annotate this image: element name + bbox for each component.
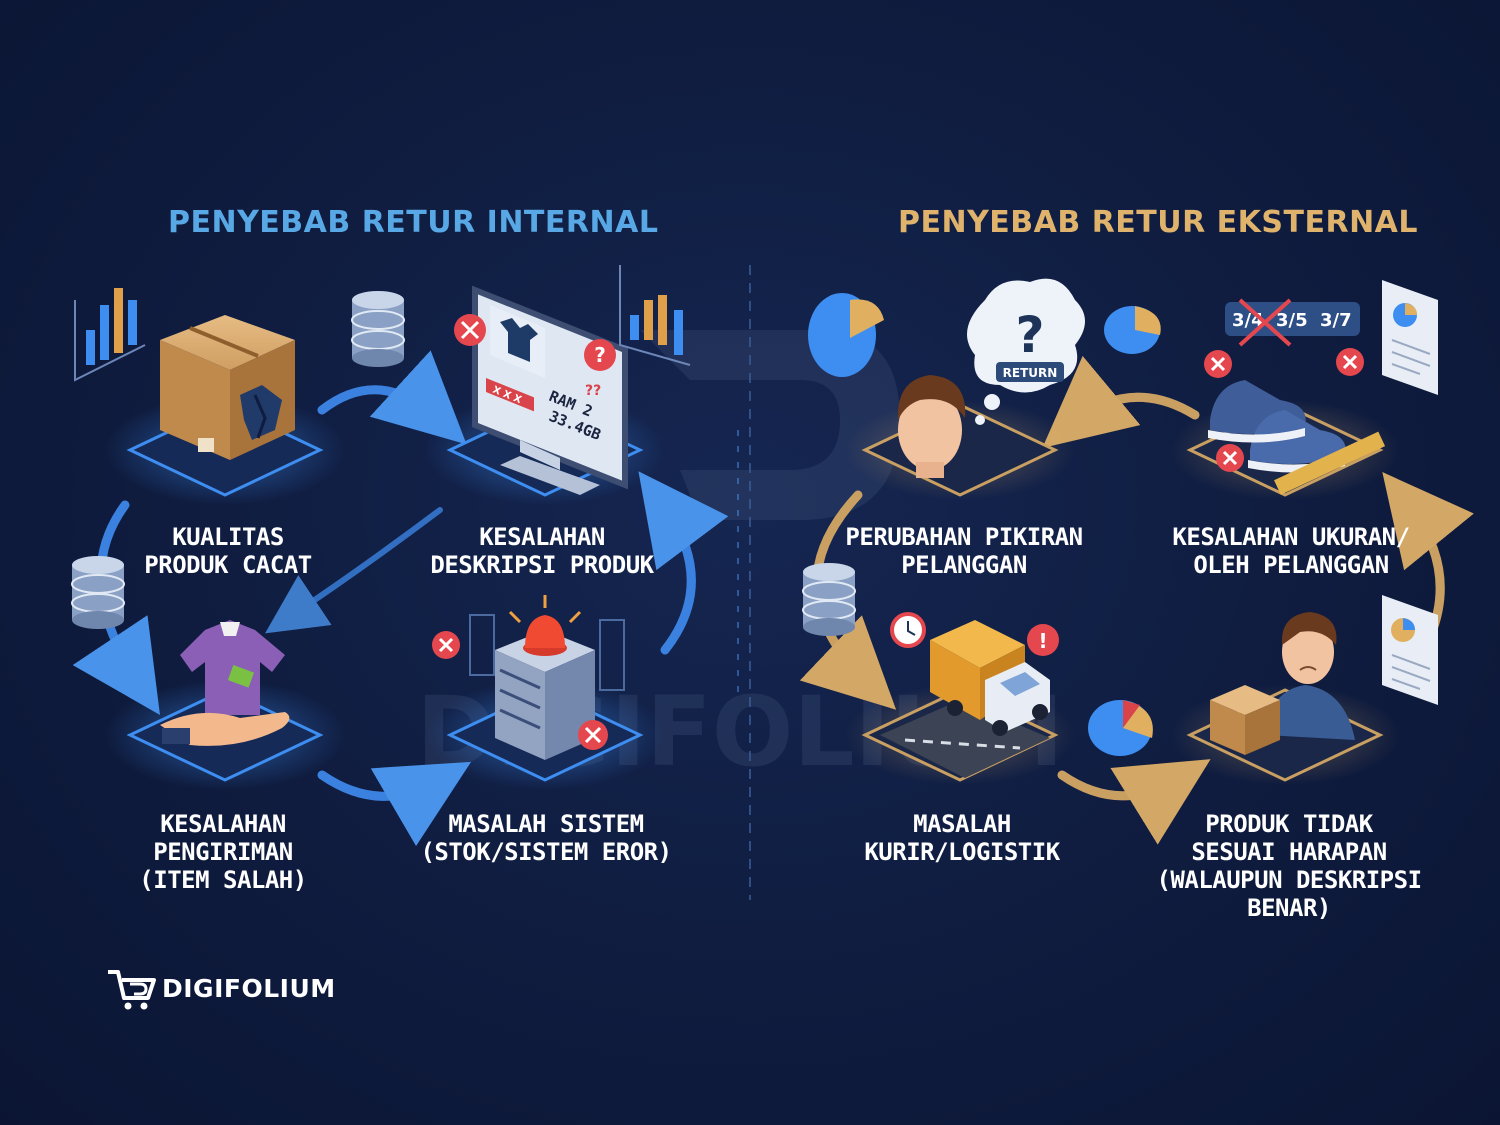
svg-text:?: ?: [1015, 306, 1044, 364]
platform-pikiran: [845, 400, 1075, 500]
pie-chart-icon-2: [1104, 306, 1161, 354]
shirt-hand-icon: [160, 620, 290, 746]
section-title-internal: PENYEBAB RETUR INTERNAL: [168, 205, 659, 240]
delivery-truck-icon: !: [880, 612, 1059, 778]
brand-logo-icon: [108, 970, 156, 1010]
bar-chart-icon-2: [619, 265, 691, 366]
node-label-harapan: PRODUK TIDAK SESUAI HARAPAN (WALAUPUN DE…: [1156, 810, 1422, 922]
node-label-sistem: MASALAH SISTEM (STOK/SISTEM EROR): [420, 810, 672, 866]
database-icon-2: [71, 556, 125, 629]
node-label-pikiran: PERUBAHAN PIKIRAN PELANGGAN: [845, 523, 1083, 579]
return-label: RETURN: [1003, 366, 1058, 380]
question-icon: ?: [584, 339, 616, 371]
arrow-ukuran-to-pikiran: [1042, 355, 1200, 449]
svg-text:!: !: [1038, 629, 1047, 653]
section-title-external: PENYEBAB RETUR EKSTERNAL: [898, 205, 1419, 240]
monitor-mark-question: ??: [585, 383, 601, 399]
node-label-ukuran: KESALAHAN UKURAN/ OLEH PELANGGAN: [1172, 523, 1410, 579]
brand-logo: DIGIFOLIUM: [106, 966, 336, 1010]
sad-customer-icon: [1210, 612, 1355, 755]
size-tags: 3/4 3/5 3/7: [1225, 298, 1360, 347]
database-icon-3: [802, 563, 856, 636]
shoes-icon: [1204, 348, 1386, 495]
pie-chart-icon-3: [1088, 700, 1153, 756]
arrow-pengiriman-to-sistem: [317, 761, 472, 847]
node-label-pengiriman: KESALAHAN PENGIRIMAN (ITEM SALAH): [139, 810, 307, 894]
damaged-box-icon: [160, 315, 295, 460]
arrow-kualitas-to-deskripsi: [317, 350, 467, 445]
svg-text:?: ?: [594, 343, 606, 367]
thought-bubble-icon: ? RETURN: [967, 278, 1085, 425]
arrow-kurir-to-harapan: [1057, 759, 1211, 845]
brand-name: DIGIFOLIUM: [162, 973, 336, 1003]
bar-chart-icon: [74, 288, 146, 382]
node-label-kurir: MASALAH KURIR/LOGISTIK: [864, 810, 1060, 866]
database-icon: [351, 291, 405, 367]
size-tag-3: 3/7: [1320, 310, 1352, 331]
size-tag-2: 3/5: [1276, 310, 1308, 331]
document-icon: [1382, 280, 1438, 395]
internal-arrows: [72, 350, 729, 847]
document-icon-2: [1382, 595, 1438, 705]
node-label-deskripsi: KESALAHAN DESKRIPSI PRODUK: [430, 523, 654, 579]
server-alarm-icon: [432, 595, 625, 760]
arrow-deskripsi-to-pengiriman: [265, 507, 443, 634]
close-icon: [454, 314, 486, 346]
node-label-kualitas: KUALITAS PRODUK CACAT: [144, 523, 312, 579]
arrow-sistem-to-deskripsi: [638, 471, 729, 655]
pie-chart-icon: [808, 293, 884, 377]
monitor-icon: X X X RAM 2 33.4GB ??: [472, 285, 628, 495]
customer-head-icon: [897, 375, 966, 478]
